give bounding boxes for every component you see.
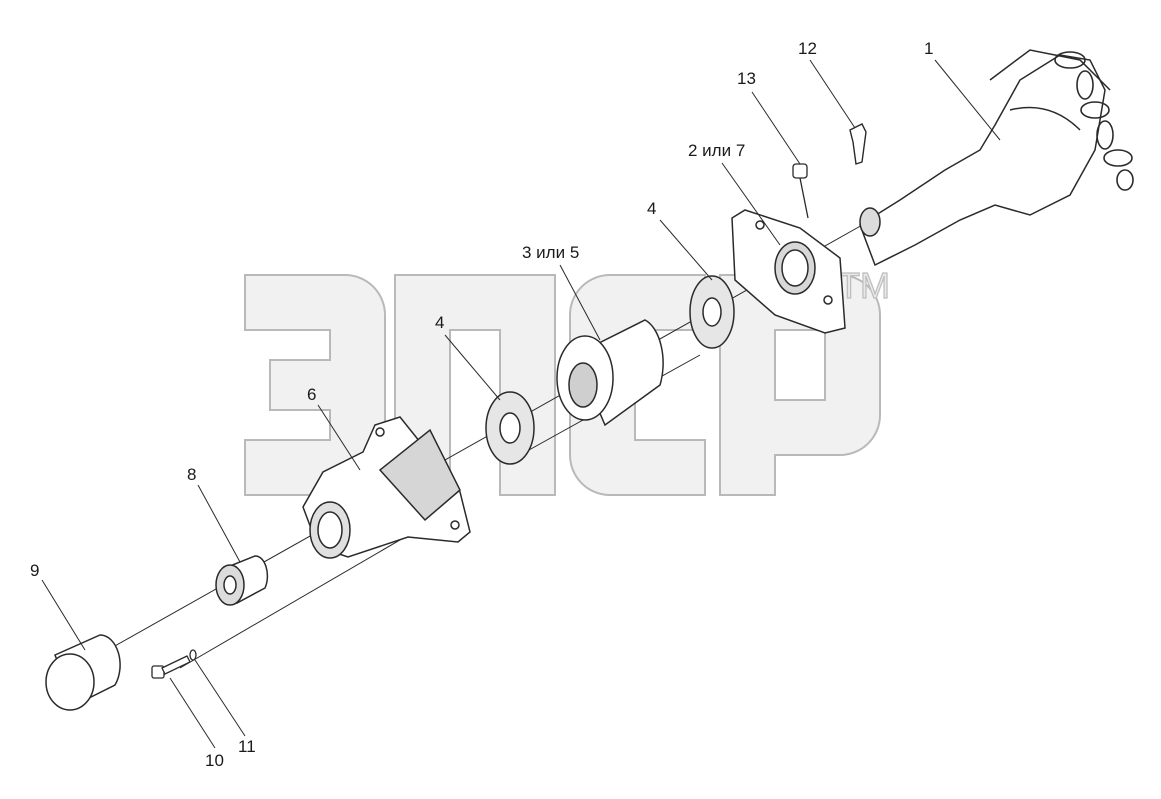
callout-12: 12 — [798, 39, 817, 58]
part-8-castle-nut — [215, 555, 269, 606]
callout-13: 13 — [737, 69, 756, 88]
part-12-cotter-pin — [849, 123, 867, 165]
callout-11: 11 — [238, 737, 256, 756]
part-11-small-washer — [189, 649, 197, 661]
callout-6: 6 — [307, 385, 316, 404]
chain — [1054, 51, 1134, 191]
callout-8: 8 — [187, 465, 196, 484]
part-4-washer-upper — [689, 275, 735, 349]
callout-3-or-5: 3 или 5 — [522, 243, 579, 262]
part-9-cap — [45, 634, 121, 711]
watermark-tm: TM — [838, 265, 890, 306]
part-2-7-flange — [731, 209, 846, 334]
part-4-washer-lower — [485, 391, 535, 465]
part-1-drawbar — [859, 49, 1134, 267]
callout-9: 9 — [30, 561, 39, 580]
part-13-grease-fitting — [792, 163, 809, 219]
callouts: 1 12 13 2 или 7 4 3 или 5 4 6 8 9 10 11 — [30, 39, 933, 770]
callout-4-lower: 4 — [435, 313, 444, 332]
part-3-5-bushing — [556, 319, 664, 427]
callout-2-or-7: 2 или 7 — [688, 141, 745, 160]
part-10-bolt — [151, 655, 191, 679]
part-6-housing — [302, 416, 471, 559]
callout-1: 1 — [924, 39, 933, 58]
callout-4-upper: 4 — [647, 199, 656, 218]
leader-lines — [41, 59, 1001, 749]
callout-10: 10 — [205, 751, 224, 770]
